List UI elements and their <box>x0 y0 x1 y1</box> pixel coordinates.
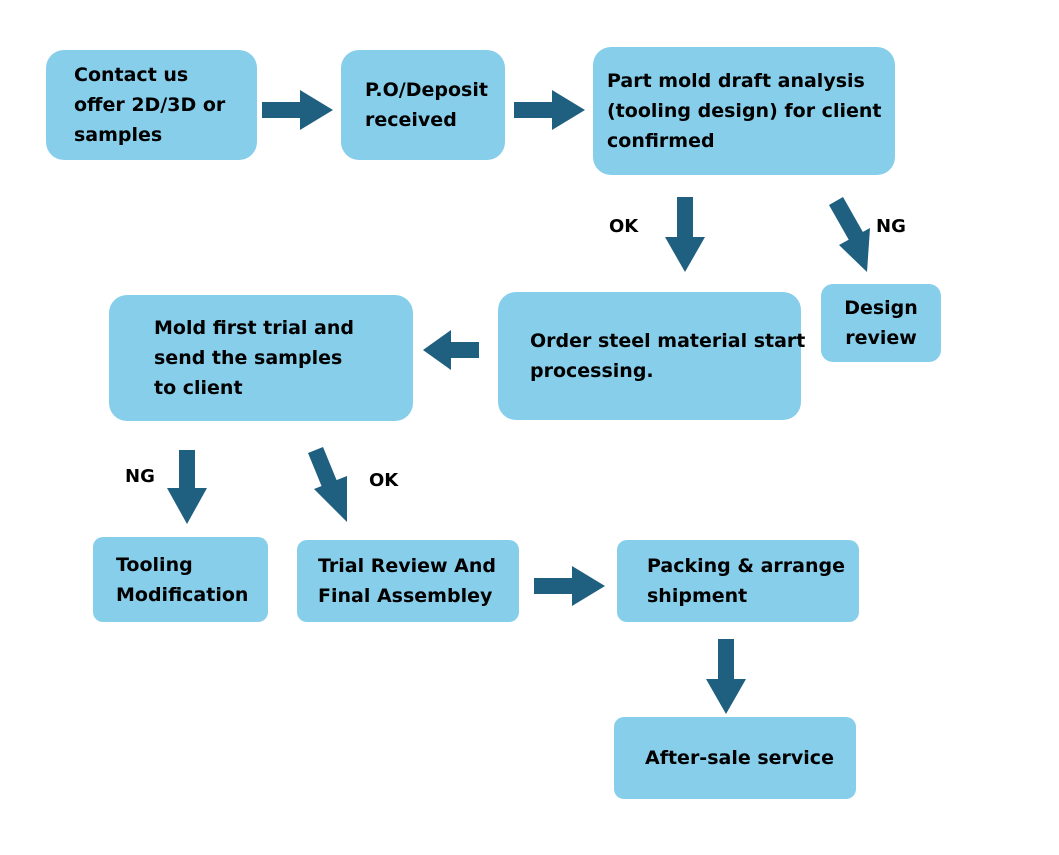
node-po-deposit: P.O/Deposit received <box>341 50 505 160</box>
node-mold-first-trial: Mold first trial and send the samples to… <box>109 295 413 421</box>
node-contact-line: offer 2D/3D or <box>74 94 226 116</box>
node-mold-first-trial-line: Mold first trial and <box>154 317 355 339</box>
node-packing-line: shipment <box>647 585 748 607</box>
node-trial-review: Trial Review And Final Assembley <box>297 540 519 622</box>
node-packing-line: Packing & arrange <box>647 555 845 577</box>
node-draft-analysis-line: confirmed <box>607 130 715 152</box>
edge-label-trial-ok: OK <box>369 470 399 491</box>
edge-label-trial-ng: NG <box>125 466 155 487</box>
arrow-po-to-draft <box>514 90 585 130</box>
node-design-review-line: Design <box>844 297 918 319</box>
node-contact: Contact us offer 2D/3D or samples <box>46 50 257 160</box>
node-tooling-modification-line: Modification <box>116 583 249 606</box>
arrow-order-to-mold-trial <box>423 330 479 370</box>
node-draft-analysis-line: Part mold draft analysis <box>607 70 865 92</box>
node-mold-first-trial-line: send the samples <box>154 347 343 369</box>
node-trial-review-line: Trial Review And <box>318 555 497 577</box>
node-design-review-line: review <box>845 327 917 349</box>
node-tooling-modification: Tooling Modification <box>93 537 268 622</box>
node-po-deposit-line: received <box>365 109 457 131</box>
node-order-steel: Order steel material start processing. <box>498 292 806 420</box>
arrow-draft-to-design-review <box>829 197 870 272</box>
arrow-packing-to-after-sale <box>706 639 746 714</box>
node-po-deposit-line: P.O/Deposit <box>365 79 488 101</box>
node-draft-analysis: Part mold draft analysis (tooling design… <box>593 47 895 175</box>
node-draft-analysis-line: (tooling design) for client <box>607 100 882 122</box>
node-after-sale-line: After-sale service <box>645 747 834 769</box>
edge-label-draft-ng: NG <box>876 216 906 237</box>
edge-label-draft-ok: OK <box>609 216 639 237</box>
node-tooling-modification-line: Tooling <box>116 553 193 576</box>
node-mold-first-trial-line: to client <box>154 377 243 399</box>
arrow-mold-to-trial-review <box>308 447 347 522</box>
node-order-steel-line: processing. <box>530 360 654 382</box>
node-after-sale: After-sale service <box>614 717 856 799</box>
node-order-steel-line: Order steel material start <box>530 330 806 352</box>
node-contact-line: Contact us <box>74 64 189 86</box>
arrow-trial-to-packing <box>534 566 605 606</box>
node-contact-line: samples <box>74 124 163 146</box>
node-packing: Packing & arrange shipment <box>617 540 859 622</box>
node-trial-review-line: Final Assembley <box>318 585 493 607</box>
arrow-mold-to-tooling <box>167 450 207 524</box>
node-design-review: Design review <box>821 284 941 362</box>
arrow-draft-to-order <box>665 197 705 272</box>
arrow-contact-to-po <box>262 90 333 130</box>
